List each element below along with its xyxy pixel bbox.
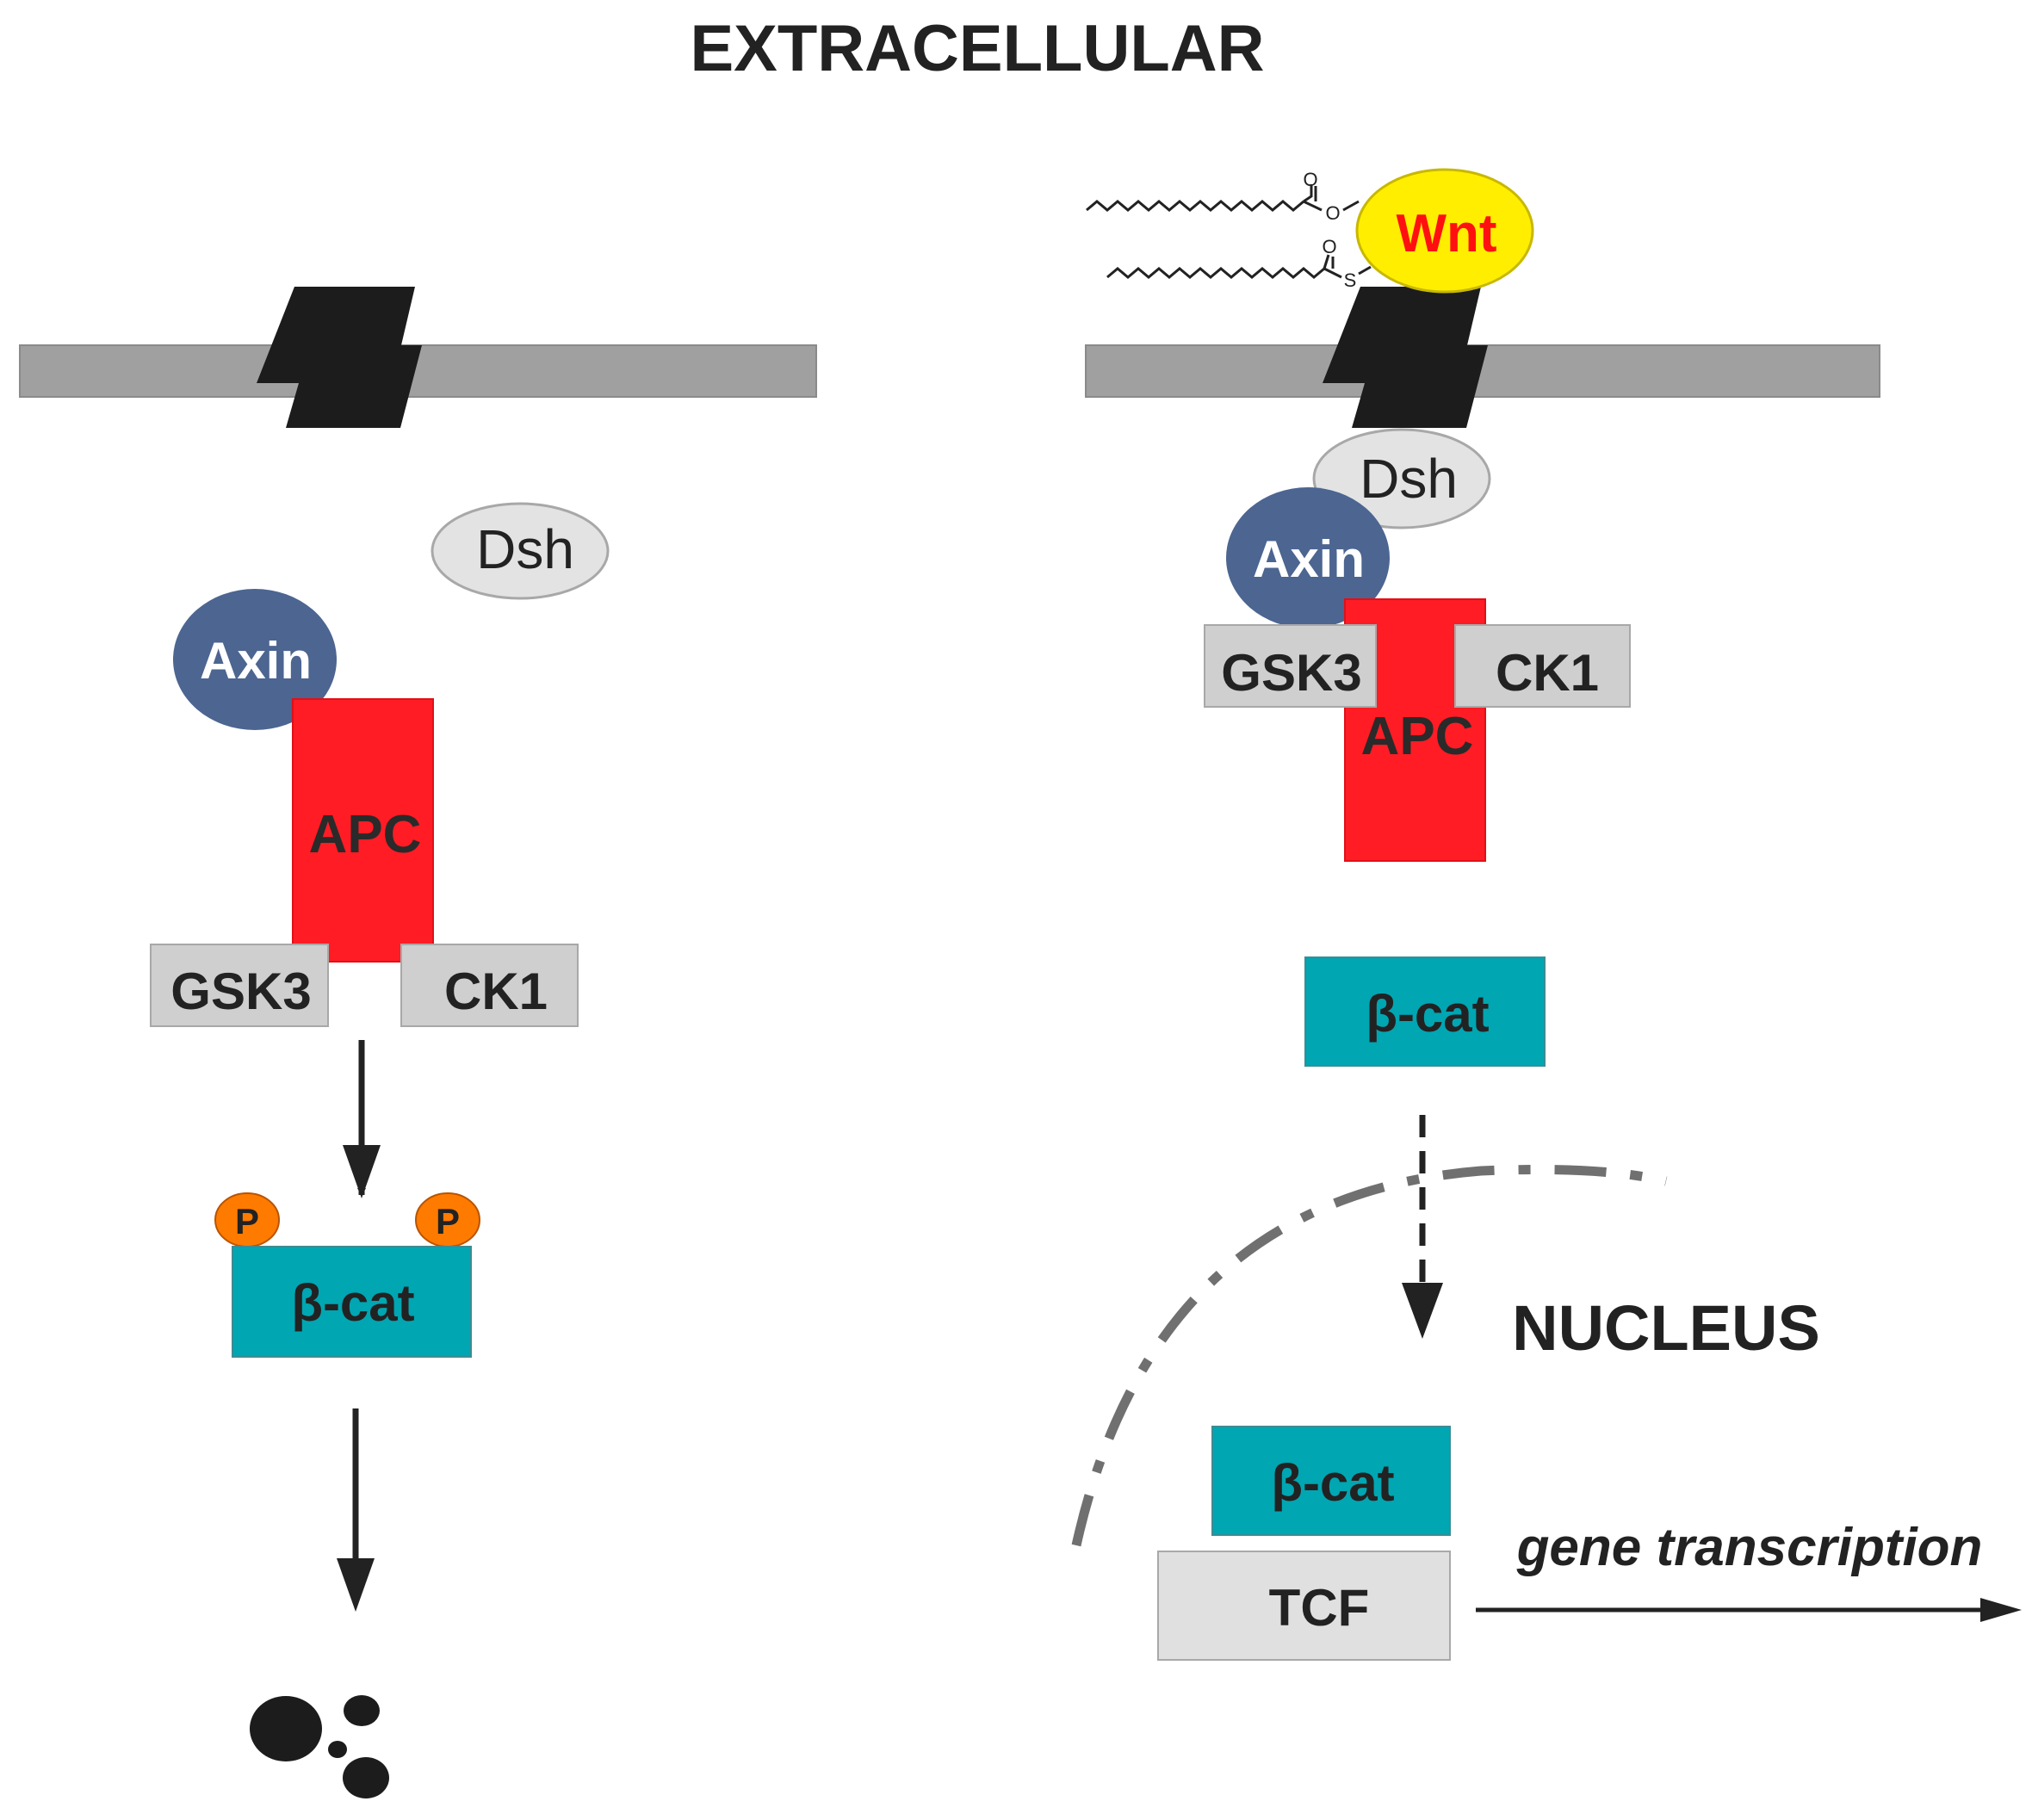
right-dsh-label: Dsh [1360,448,1458,510]
left-axin-label: Axin [200,632,312,690]
right-beta-cat-nucleus: β-cat [1211,1426,1451,1536]
left-dsh: Dsh [431,502,610,600]
degradation-fragments [250,1695,389,1798]
left-beta-cat-label: β-cat [291,1274,414,1332]
left-frizzled-receptor [257,287,422,428]
left-arrow-head-1 [343,1145,381,1198]
lipid-oxygen-lower: O [1322,236,1336,257]
left-gsk3-label: GSK3 [170,963,311,1020]
left-dsh-label: Dsh [476,518,574,580]
right-ck1: CK1 [1454,624,1631,708]
right-membrane [1085,344,1880,398]
nuclear-envelope [1071,1165,1668,1547]
right-ck1-label: CK1 [1496,644,1599,702]
right-beta-cat-nucleus-label: β-cat [1271,1454,1394,1512]
left-phospho-right: P [415,1192,480,1247]
lipid-thioester-sulfur: S [1344,269,1357,291]
nucleus-label: NUCLEUS [1512,1292,1820,1364]
palmitoyl-lipid-chain [1106,254,1372,279]
right-frizzled-receptor [1323,287,1488,428]
right-gsk3-label: GSK3 [1221,644,1361,702]
left-apc-label: APC [309,805,422,864]
gene-transcription-arrow-head [1980,1598,2022,1622]
right-beta-cat-cytoplasm: β-cat [1304,956,1546,1067]
left-gsk3: GSK3 [150,944,329,1027]
tcf-label: TCF [1269,1579,1370,1637]
lipid-oxygen-top: O [1303,169,1317,190]
wnt-label: Wnt [1396,204,1496,263]
tcf: TCF [1157,1551,1451,1661]
gene-transcription-label: gene transcription [1516,1518,1983,1577]
left-beta-cat: β-cat [232,1246,472,1358]
right-beta-cat-cytoplasm-label: β-cat [1366,985,1489,1043]
lipid-ester-oxygen: O [1325,202,1340,224]
left-ck1-label: CK1 [444,963,548,1020]
left-ck1: CK1 [400,944,579,1027]
palmitoleoyl-lipid-chain [1086,184,1360,212]
left-axin: Axin [173,589,337,730]
translocation-arrow-head [1402,1283,1443,1339]
left-apc: APC [292,698,434,963]
left-arrow-head-2 [337,1558,375,1612]
right-gsk3: GSK3 [1204,624,1377,708]
left-phospho-left-label: P [235,1201,259,1241]
right-axin: Axin [1226,487,1390,628]
right-axin-label: Axin [1253,530,1365,588]
left-phospho-right-label: P [436,1201,460,1241]
extracellular-label: EXTRACELLULAR [690,12,1264,85]
wnt-ligand: Wnt [1355,168,1534,294]
right-apc-label: APC [1361,707,1474,766]
left-phospho-left: P [214,1192,280,1247]
